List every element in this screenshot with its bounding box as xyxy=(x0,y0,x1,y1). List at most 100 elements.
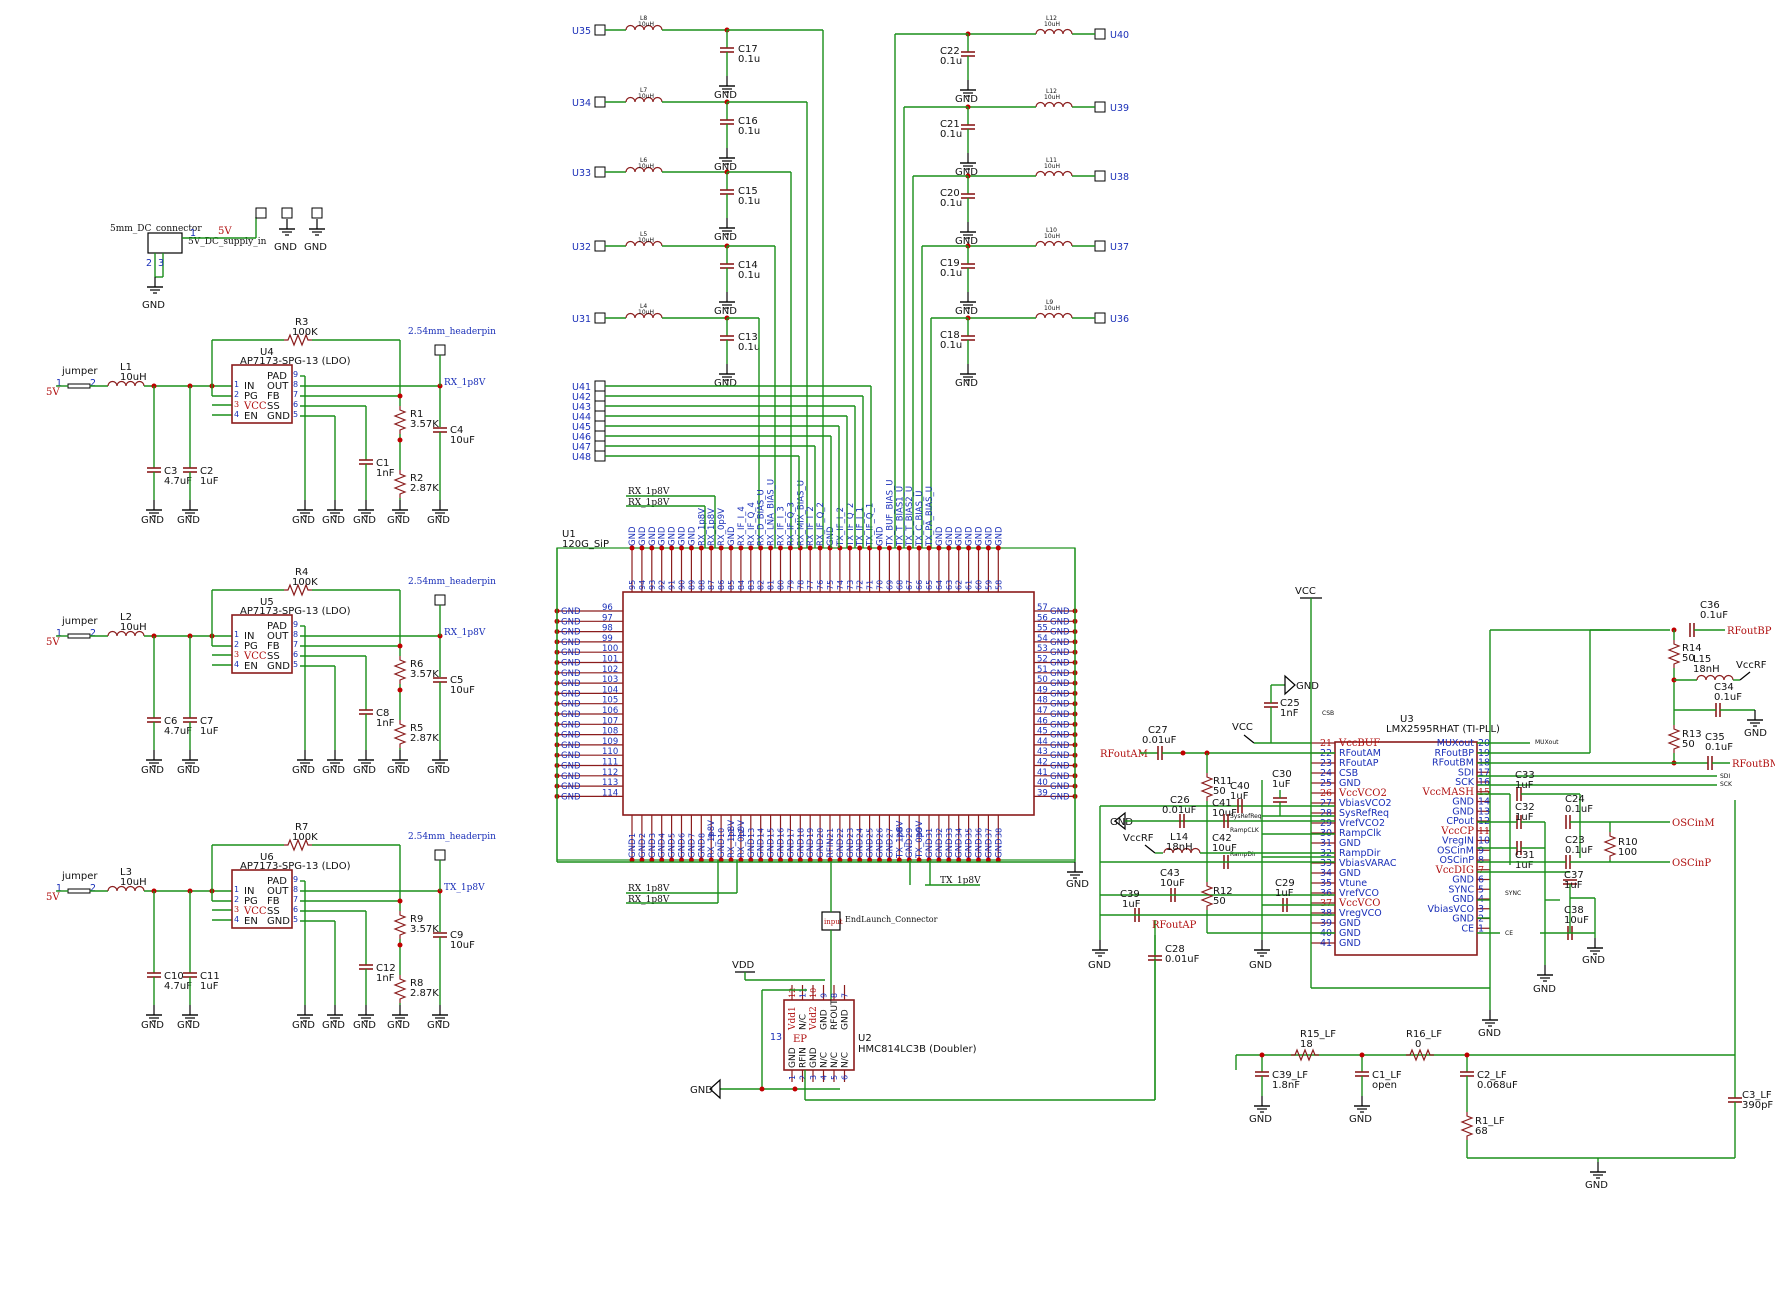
bias-port[interactable] xyxy=(1094,312,1106,324)
bias-port[interactable] xyxy=(594,240,606,252)
sip-pin-name: TX_C_BIAS_U xyxy=(915,491,925,547)
sip-pin-num: 5 xyxy=(668,833,677,838)
header-pin[interactable] xyxy=(434,594,446,606)
cin2-ref: C11 xyxy=(200,971,220,982)
c42-ref: C42 xyxy=(1212,833,1232,844)
u-port[interactable] xyxy=(594,390,606,402)
sip-pin-name: GND xyxy=(648,526,658,546)
jumper-pin2: 2 xyxy=(90,883,96,894)
sip-pin-name: GND xyxy=(668,526,678,546)
css-val: 1nF xyxy=(376,718,395,729)
ldo-pin-num: 5 xyxy=(293,660,298,669)
sip-pin-num: 97 xyxy=(602,613,613,623)
sip-pin-num: 26 xyxy=(876,828,885,838)
u-port[interactable] xyxy=(594,400,606,412)
jumper[interactable] xyxy=(67,633,91,639)
bias-port[interactable] xyxy=(1094,28,1106,40)
gnd-label: GND xyxy=(274,242,297,253)
bias-port[interactable] xyxy=(594,96,606,108)
sip-pin-num: 88 xyxy=(697,580,706,590)
gnd-port-2[interactable] xyxy=(311,207,323,219)
pll-pin-num: 34 xyxy=(1320,868,1332,879)
gnd-label: GND xyxy=(141,515,164,526)
bias-port[interactable] xyxy=(594,166,606,178)
ldo-body xyxy=(231,869,293,929)
gnd-label: GND xyxy=(714,162,737,173)
sip-pin-name: GND xyxy=(876,838,886,858)
sip-pin-name: GND xyxy=(561,689,581,699)
doubler-pin-num: 11 xyxy=(799,988,808,998)
ldo-pin-name: OUT xyxy=(267,631,289,642)
bias-port-label: U39 xyxy=(1110,103,1129,114)
u-port[interactable] xyxy=(594,410,606,422)
sip-pin-name: GND xyxy=(561,762,581,772)
jumper[interactable] xyxy=(67,383,91,389)
bias-ind-val: 10uH xyxy=(638,21,654,28)
sip-pin-num: 92 xyxy=(658,580,667,590)
bias-port[interactable] xyxy=(1094,240,1106,252)
sip-pin-name: RX_1p8V xyxy=(727,820,737,858)
bias-port[interactable] xyxy=(594,312,606,324)
header-pin[interactable] xyxy=(434,849,446,861)
sip-pin-name: GND xyxy=(678,838,688,858)
sip-pin-num: 48 xyxy=(1037,696,1048,706)
ldo-part: AP7173-SPG-13 (LDO) xyxy=(240,861,351,872)
sip-pin-name: GND xyxy=(925,838,935,858)
bias-port[interactable] xyxy=(1094,170,1106,182)
sip-pin-num: 61 xyxy=(965,580,974,590)
sip-pin-num: 16 xyxy=(777,828,786,838)
bias-ind-ref: L9 xyxy=(1046,299,1053,306)
c37-ref: C37 xyxy=(1564,870,1584,881)
sip-pin-name: GND xyxy=(885,838,895,858)
u-port[interactable] xyxy=(594,420,606,432)
ldo-pin-name: GND xyxy=(267,411,290,422)
doubler-pin-num: 7 xyxy=(841,993,850,998)
sip-pin-num: 78 xyxy=(796,580,805,590)
r-b-ref: R2 xyxy=(410,473,423,484)
u-port[interactable] xyxy=(594,450,606,462)
sip-pin-name: GND xyxy=(687,526,697,546)
sip-pin-name: RX_IF_I_4 xyxy=(737,506,747,546)
sip-pin-name: GND xyxy=(1050,679,1070,689)
c30-val: 1uF xyxy=(1272,779,1291,790)
sip-pin-name: RX_1p8V xyxy=(707,508,717,546)
bias-port[interactable] xyxy=(594,24,606,36)
gnd-port-1[interactable] xyxy=(281,207,293,219)
bias-port[interactable] xyxy=(1094,101,1106,113)
u-port[interactable] xyxy=(594,440,606,452)
u-port[interactable] xyxy=(594,380,606,392)
sip-pin-num: 14 xyxy=(757,828,766,838)
bias-cap-val: 0.1u xyxy=(940,268,962,279)
u-port-label: U42 xyxy=(572,392,591,403)
pll-pin-num: 38 xyxy=(1320,908,1332,919)
pll-pin-name: SYNC xyxy=(1448,884,1474,895)
u-port[interactable] xyxy=(594,430,606,442)
sip-pin-num: 107 xyxy=(602,716,618,726)
c36-ref: C36 xyxy=(1700,600,1720,611)
ldo-pin-num: 9 xyxy=(293,620,298,629)
doubler-pin-num: 2 xyxy=(799,1075,808,1080)
gnd-label: GND xyxy=(427,765,450,776)
gnd-label: GND xyxy=(322,765,345,776)
ldo-pin-name: EN xyxy=(244,916,258,927)
doubler-pin-name: GND xyxy=(841,1009,851,1030)
bias-port-label: U34 xyxy=(572,98,591,109)
sip-pin-num: 35 xyxy=(965,828,974,838)
dc-supply-port[interactable] xyxy=(255,207,267,219)
bias-ind-val: 10uH xyxy=(1044,233,1060,240)
sip-pin-num: 66 xyxy=(915,580,924,590)
sip-pin-num: 22 xyxy=(836,828,845,838)
r10-ref: R10 xyxy=(1618,837,1638,848)
jumper[interactable] xyxy=(67,888,91,894)
doubler-ep-num: 13 xyxy=(770,1032,782,1043)
ldo-part: AP7173-SPG-13 (LDO) xyxy=(240,356,351,367)
header-pin[interactable] xyxy=(434,344,446,356)
ldo-pin-name: GND xyxy=(267,661,290,672)
doubler-pin-num: 1 xyxy=(788,1075,797,1080)
doubler-pin-name: N/C xyxy=(820,1052,830,1068)
ldo-ref: U5 xyxy=(260,597,274,608)
sip-pin-name: GND xyxy=(945,838,955,858)
rx-net-label: RX_1p8V xyxy=(628,498,670,508)
